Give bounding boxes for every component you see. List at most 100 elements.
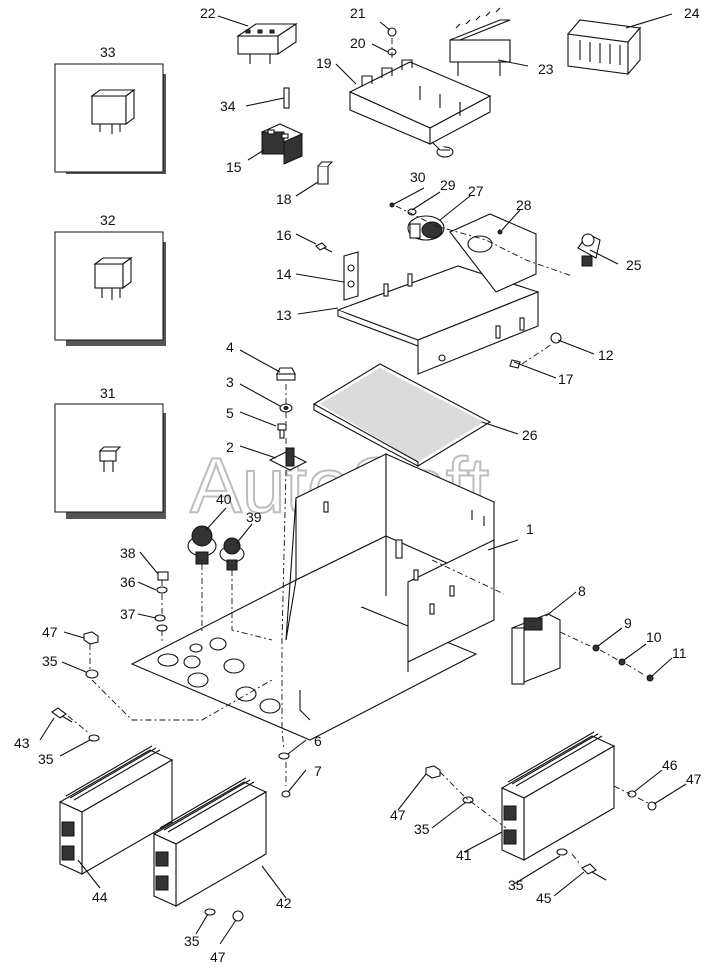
bolt-45: [581, 863, 607, 881]
washer-9: [592, 644, 600, 652]
washer-35-42: [204, 908, 216, 916]
callout-35-e: 35: [184, 933, 200, 949]
callout-15: 15: [226, 159, 242, 175]
callout-23: 23: [538, 61, 554, 77]
pin-34: [283, 87, 290, 109]
callout-41: 41: [456, 847, 472, 863]
callout-5: 5: [226, 405, 234, 421]
fuse-block-base-19: [348, 59, 492, 158]
callout-47-a: 47: [42, 624, 58, 640]
callout-3: 3: [226, 374, 234, 390]
callout-36: 36: [120, 574, 136, 590]
callout-10: 10: [646, 629, 662, 645]
callout-35-d: 35: [508, 877, 524, 893]
filter-pad-26: [312, 363, 492, 467]
nut-47-41: [425, 765, 441, 779]
callout-37: 37: [120, 606, 136, 622]
callout-1: 1: [526, 521, 534, 537]
bracket-13: [336, 213, 540, 375]
callout-33: 33: [100, 44, 116, 60]
callout-17: 17: [558, 371, 574, 387]
terminal-2: [268, 447, 308, 471]
nut-47-42: [232, 910, 244, 922]
washer-3: [279, 403, 293, 413]
callout-7: 7: [314, 763, 322, 779]
callout-47-c: 47: [390, 807, 406, 823]
plate-14: [343, 251, 359, 301]
controller-44: [58, 745, 174, 875]
callout-24: 24: [684, 5, 700, 21]
washer-35-43: [88, 734, 100, 742]
fuse-holder-23: [449, 7, 511, 76]
callout-16: 16: [276, 227, 292, 243]
breaker-25: [577, 233, 601, 267]
screw-17: [509, 359, 521, 369]
pin-30: [389, 202, 395, 208]
callout-6: 6: [314, 733, 322, 749]
washer-10: [618, 658, 626, 666]
callout-8: 8: [578, 583, 586, 599]
screw-16: [315, 242, 333, 253]
washer-37: [154, 614, 168, 632]
controller-41: [500, 731, 616, 861]
callout-35-a: 35: [42, 653, 58, 669]
nut-47-left: [83, 631, 99, 645]
callout-31: 31: [100, 385, 116, 401]
socket-15: [260, 123, 304, 165]
nut-12: [550, 332, 562, 344]
callout-47-b: 47: [686, 771, 702, 787]
callout-47-d: 47: [210, 949, 226, 965]
callout-35-c: 35: [414, 821, 430, 837]
inset-fuse-31: [54, 403, 166, 519]
bolt-5: [277, 423, 287, 439]
callout-34: 34: [220, 98, 236, 114]
assembly-lines: [67, 38, 651, 865]
callout-44: 44: [92, 889, 108, 905]
callout-35-b: 35: [38, 751, 54, 767]
washer-35-45: [556, 848, 568, 856]
grommet-39: [219, 537, 245, 571]
controller-42: [152, 777, 268, 907]
connector-27: [407, 215, 445, 241]
connector-24: [566, 19, 642, 76]
callout-46: 46: [662, 757, 678, 773]
callout-39: 39: [246, 509, 262, 525]
callout-21: 21: [350, 5, 366, 21]
callout-29: 29: [440, 177, 456, 193]
washer-46: [627, 790, 637, 798]
callout-22: 22: [200, 5, 216, 21]
callouts: 22 21 20 19 23 24 33 34 15 18 30 29 27 2…: [14, 5, 702, 965]
washer-36: [156, 586, 168, 594]
clip-18: [317, 161, 334, 185]
callout-42: 42: [276, 895, 292, 911]
callout-26: 26: [522, 427, 538, 443]
nut-7: [281, 790, 291, 798]
nut-4: [276, 367, 296, 381]
callout-38: 38: [120, 545, 136, 561]
callout-27: 27: [468, 183, 484, 199]
bolt-43: [51, 707, 73, 723]
main-bracket-1: [130, 453, 495, 741]
washer-6: [278, 752, 290, 760]
callout-9: 9: [624, 615, 632, 631]
callout-13: 13: [276, 307, 292, 323]
callout-11: 11: [672, 645, 687, 661]
callout-25: 25: [626, 257, 642, 273]
callout-43: 43: [14, 735, 30, 751]
inset-relay-33: [54, 63, 166, 174]
inset-relay-32: [54, 231, 166, 346]
callout-19: 19: [316, 55, 332, 71]
module-8: [511, 613, 561, 685]
callout-45: 45: [536, 890, 552, 906]
fuse-cover-22: [236, 22, 298, 64]
washer-35-left: [85, 669, 99, 679]
callout-14: 14: [276, 266, 292, 282]
callout-18: 18: [276, 191, 292, 207]
nut-38: [157, 571, 169, 581]
callout-32: 32: [100, 212, 116, 228]
callout-2: 2: [226, 439, 234, 455]
leader-lines: [39, 13, 687, 945]
nut-11: [646, 674, 654, 682]
